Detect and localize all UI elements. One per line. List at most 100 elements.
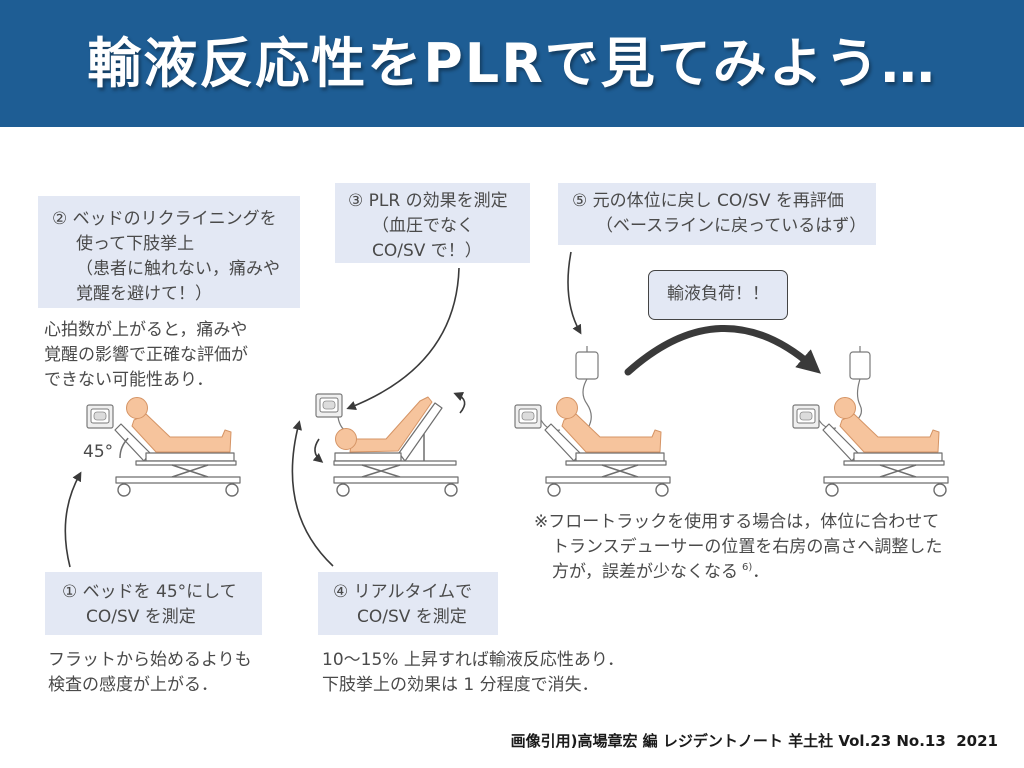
iv-bag: [849, 351, 871, 380]
arrow-step1-to-bed: [64, 471, 82, 568]
step1-heading: ① ベッドを 45°にして: [62, 582, 237, 602]
step4-line: CO/SV を測定: [357, 607, 467, 627]
patient-body: [349, 396, 433, 453]
bed-wheel: [444, 483, 458, 497]
note-line: 10〜15% 上昇すれば輸液反応性あり．: [322, 650, 625, 670]
bed-frame: [565, 460, 667, 466]
note-text: 方が，誤差が少なくなる: [552, 562, 738, 582]
bed-mattress: [853, 452, 943, 462]
patient-figure: [556, 397, 662, 453]
bed-base: [333, 476, 459, 484]
iv-bag-icon: [849, 346, 871, 380]
patient-monitor-icon: [86, 404, 114, 429]
note-text-end: ．: [752, 562, 770, 582]
monitor-display: [799, 411, 813, 421]
monitor-display: [93, 411, 107, 421]
bed-base: [823, 476, 949, 484]
step2-note: 心拍数が上がると，痛みや 覚醒の影響で正確な評価が できない可能性あり．: [44, 318, 248, 393]
note-line: フラットから始めるよりも: [48, 650, 252, 670]
bed-scissor-lift: [171, 464, 209, 478]
rotation-arrow-back-down: [312, 438, 324, 463]
step5-callout: ⑤ 元の体位に戻し CO/SV を再評価 （ベースラインに戻っているはず）: [558, 183, 876, 245]
arrow-step5-to-bed: [567, 251, 582, 335]
step3-callout: ③ PLR の効果を測定 （血圧でなく CO/SV で！）: [335, 183, 530, 263]
patient-monitor-icon: [792, 404, 820, 429]
iv-bag: [575, 351, 599, 380]
bed-wheel: [547, 483, 561, 497]
step1-line: CO/SV を測定: [86, 607, 196, 627]
note-line: 下肢挙上の効果は 1 分程度で消失．: [322, 675, 599, 695]
bed-scissor-lift: [601, 464, 639, 478]
patient-head: [126, 397, 148, 419]
hospital-bed: [544, 423, 671, 497]
hospital-bed: [333, 402, 459, 497]
bed-base: [115, 476, 241, 484]
bed-scissor-lift: [879, 464, 917, 478]
floattrack-note: ※フロートラックを使用する場合は，体位に合わせて トランスデューサーの位置を右房…: [534, 510, 942, 585]
bed-scene-1-reclined: [86, 397, 241, 497]
patient-figure: [126, 397, 232, 453]
bed-wheel: [655, 483, 669, 497]
reference-superscript: 6): [741, 562, 753, 574]
bed-leg-section: [398, 402, 443, 462]
bed-mattress: [575, 452, 665, 462]
bed-wheel: [336, 483, 350, 497]
bed-base: [545, 476, 671, 484]
iv-tube: [582, 378, 592, 429]
step1-callout: ① ベッドを 45°にして CO/SV を測定: [45, 572, 262, 635]
step5-line: （ベースラインに戻っているはず）: [596, 216, 867, 236]
hospital-bed: [822, 423, 949, 497]
arrow-step3-to-monitor: [346, 267, 460, 411]
step2-line: （患者に触れない，痛みや: [76, 259, 280, 279]
patient-figure: [335, 396, 433, 453]
patient-head: [834, 397, 856, 419]
bed-frame: [135, 460, 237, 466]
title-bar: 輸液反応性をPLRで見てみよう…: [0, 0, 1024, 127]
bed-wheel: [825, 483, 839, 497]
arrow-fluid-loading: [624, 324, 821, 376]
patient-body: [839, 413, 940, 453]
bed-scene-4-after-fluid: [792, 346, 949, 497]
iv-tube: [856, 378, 863, 421]
bed-mattress: [145, 452, 235, 462]
patient-monitor-icon: [315, 393, 343, 418]
step2-line: 覚醒を避けて！）: [76, 284, 212, 304]
bed-frame: [843, 460, 945, 466]
step5-heading: ⑤ 元の体位に戻し CO/SV を再評価: [572, 191, 844, 211]
note-line: トランスデューサーの位置を右房の高さへ調整した: [552, 537, 943, 557]
bed-wheel: [225, 483, 239, 497]
step2-callout: ② ベッドのリクライニングを 使って下肢挙上 （患者に触れない，痛みや 覚醒を避…: [38, 196, 300, 308]
patient-monitor-icon: [514, 404, 542, 429]
step4-heading: ④ リアルタイムで: [333, 582, 473, 602]
patient-body: [561, 413, 662, 453]
step2-heading: ② ベッドのリクライニングを: [52, 209, 277, 229]
step3-line: CO/SV で！）: [372, 241, 482, 261]
note-line: 検査の感度が上がる．: [48, 675, 218, 695]
angle-arc: [119, 437, 129, 459]
step3-line: （血圧でなく: [372, 216, 474, 236]
note-line: 覚醒の影響で正確な評価が: [44, 345, 248, 365]
bed-scissor-lift: [361, 464, 401, 478]
bed-scene-2-leg-raise: [315, 393, 459, 497]
step4-note: 10〜15% 上昇すれば輸液反応性あり． 下肢挙上の効果は 1 分程度で消失．: [322, 648, 624, 698]
iv-bag-icon: [575, 346, 599, 380]
image-citation: 画像引用)高場章宏 編 レジデントノート 羊土社 Vol.23 No.13 20…: [510, 732, 998, 750]
step1-note: フラットから始めるよりも 検査の感度が上がる．: [48, 648, 252, 698]
patient-figure: [834, 397, 940, 453]
step3-heading: ③ PLR の効果を測定: [348, 191, 508, 211]
monitor-display: [322, 400, 336, 410]
fluid-loading-label: 輸液負荷！！: [648, 270, 788, 320]
monitor-display: [521, 411, 535, 421]
note-line: できない可能性あり．: [44, 370, 214, 390]
step2-line: 使って下肢挙上: [76, 234, 195, 254]
hospital-bed: [114, 423, 241, 497]
slide-title: 輸液反応性をPLRで見てみよう…: [87, 32, 937, 95]
patient-body: [131, 413, 232, 453]
angle-label: 45°: [83, 442, 114, 462]
bed-frame: [333, 460, 457, 466]
step4-callout: ④ リアルタイムで CO/SV を測定: [318, 572, 498, 635]
patient-head: [556, 397, 578, 419]
rotation-arrow-legs-up: [453, 392, 466, 414]
